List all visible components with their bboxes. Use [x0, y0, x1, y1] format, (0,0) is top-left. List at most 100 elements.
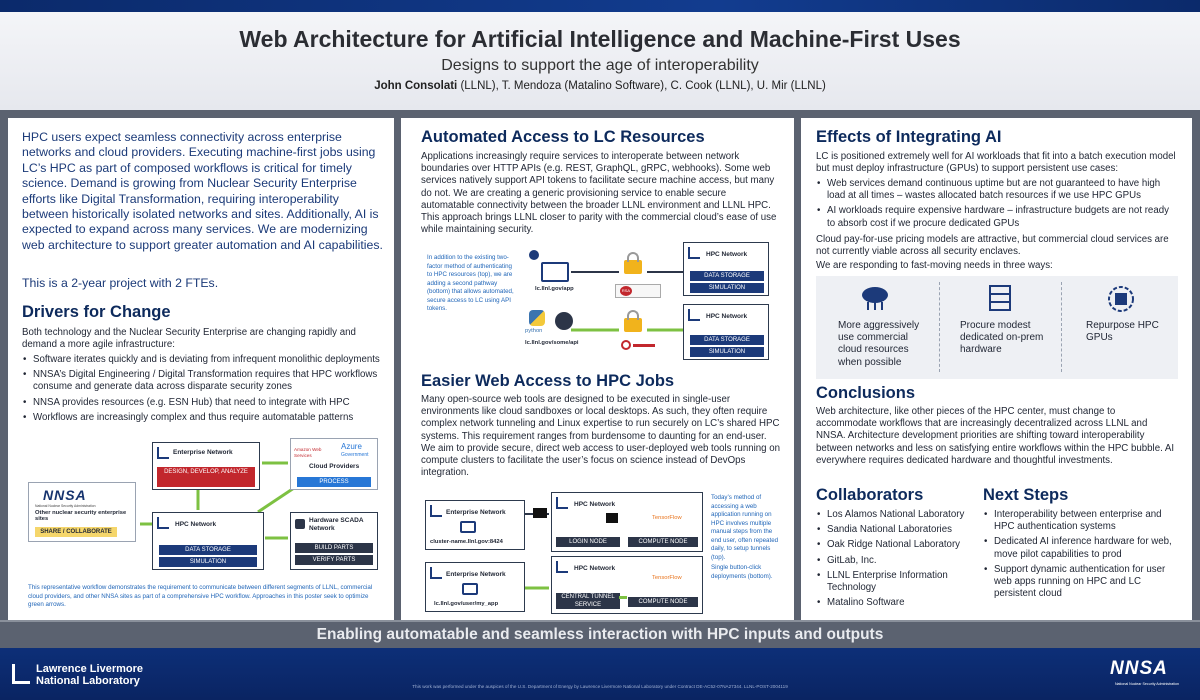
data-storage-tag: DATA STORAGE	[159, 545, 257, 555]
lock-icon	[624, 318, 642, 332]
effects-heading: Effects of Integrating AI	[816, 128, 1002, 146]
rsa-token-icon: RSA	[615, 284, 661, 298]
automated-heading: Automated Access to LC Resources	[421, 128, 705, 146]
tunnel-diagram: Enterprise Network cluster-name.llnl.gov…	[421, 492, 783, 617]
llnl-mark-icon	[556, 561, 568, 573]
browser-icon	[460, 521, 476, 533]
other-sites-label: Other nuclear security enterprise sites	[35, 510, 127, 522]
azure-gov-label: Government	[341, 452, 369, 458]
tunnel-link	[619, 596, 627, 599]
three-ways-panel: More aggressively use commercial cloud r…	[816, 276, 1178, 379]
nnsa-sites-box: NNSA National Nuclear Security Administr…	[28, 482, 136, 542]
llnl-line2: National Laboratory	[36, 675, 140, 687]
easier-heading: Easier Web Access to HPC Jobs	[421, 372, 675, 390]
workflow-diagram: NNSA National Nuclear Security Administr…	[22, 438, 382, 582]
compute-node-tag: COMPUTE NODE	[628, 537, 698, 547]
way-gpu-label: Repurpose HPC GPUs	[1086, 320, 1159, 344]
divider	[1061, 282, 1062, 372]
intro-text: HPC users expect seamless connectivity a…	[22, 130, 383, 252]
other-authors: (LLNL), T. Mendoza (Matalino Software), …	[457, 80, 826, 92]
hpc-network-label: HPC Network	[574, 565, 616, 572]
footer: Lawrence Livermore National Laboratory T…	[0, 648, 1200, 700]
way-cloud-label: More aggressively use commercial cloud r…	[838, 320, 920, 368]
poster-subtitle: Designs to support the age of interopera…	[441, 57, 759, 74]
arrow-hpc-cloud	[257, 486, 295, 514]
hpc-network-label: HPC Network	[175, 521, 217, 528]
user-icon	[529, 250, 539, 260]
list-item: AI workloads require expensive hardware …	[816, 205, 1178, 229]
effects-cloud-text: Cloud pay-for-use pricing models are att…	[816, 234, 1169, 258]
cloud-providers-box: Amazon Web Services Azure Government Clo…	[290, 438, 378, 490]
url-api-label: lc.llnl.gov/some/api	[525, 340, 579, 346]
browser-icon	[541, 262, 569, 282]
process-tag: PROCESS	[297, 477, 371, 487]
simulation-tag: SIMULATION	[690, 283, 764, 293]
collaborators-heading: Collaborators	[816, 486, 924, 504]
design-develop-tag: DESIGN, DEVELOP, ANALYZE	[157, 467, 255, 487]
list-item: Support dynamic authentication for user …	[983, 564, 1178, 601]
server-rack-icon	[989, 285, 1011, 311]
simulation-tag: SIMULATION	[159, 557, 257, 567]
next-steps-list: Interoperability between enterprise and …	[983, 509, 1178, 603]
browser-icon	[462, 583, 478, 595]
hpc-network-box-bottom: HPC Network DATA STORAGE SIMULATION	[683, 304, 769, 360]
llnl-mark-icon	[556, 497, 568, 509]
effects-list: Web services demand continuous uptime bu…	[816, 178, 1178, 233]
hpc-network-box-top: HPC Network DATA STORAGE SIMULATION	[683, 242, 769, 296]
hpc-network-box: HPC Network DATA STORAGE SIMULATION	[152, 512, 264, 570]
cloud-network-icon	[862, 287, 888, 310]
lock-icon	[624, 260, 642, 274]
poster-header: Web Architecture for Artificial Intellig…	[0, 12, 1200, 110]
url-user-app-label: lc.llnl.gov/user/my_app	[434, 601, 499, 607]
llnl-mark-icon	[430, 567, 442, 579]
top-accent-bar	[0, 0, 1200, 12]
llnl-mark-icon	[688, 247, 700, 259]
aws-logo: Amazon Web Services	[294, 447, 322, 458]
llnl-logo-icon	[12, 664, 30, 684]
list-item: NNSA provides resources (e.g. ESN Hub) t…	[22, 397, 384, 409]
llnl-mark-icon	[430, 505, 442, 517]
tagline-bar: Enabling automatable and seamless intera…	[0, 620, 1200, 648]
auth-diagram-caption: In addition to the existing two-factor m…	[427, 254, 514, 312]
auth-arrows	[571, 271, 683, 332]
list-item: Sandia National Laboratories	[816, 524, 981, 536]
enterprise-network-label: Enterprise Network	[446, 571, 506, 578]
scada-network-label: Hardware SCADA Network	[309, 517, 364, 532]
nnsa-logo-sub: National Nuclear Security Administration	[35, 504, 96, 508]
gpu-chip-icon	[1108, 286, 1134, 312]
lock-shackle	[627, 310, 639, 320]
cloud-providers-label: Cloud Providers	[309, 463, 360, 470]
automated-text: Applications increasingly require servic…	[421, 151, 777, 236]
simulation-tag: SIMULATION	[690, 347, 764, 357]
lock-shackle	[627, 252, 639, 262]
rsa-logo: RSA	[620, 286, 632, 296]
llnl-wordmark: Lawrence Livermore National Laboratory	[36, 663, 143, 687]
enterprise-network-box: Enterprise Network DESIGN, DEVELOP, ANAL…	[152, 442, 260, 490]
hpc-network-label: HPC Network	[706, 251, 748, 258]
effects-intro: LC is positioned extremely well for AI w…	[816, 151, 1176, 175]
list-item: Software iterates quickly and is deviati…	[22, 354, 384, 366]
author-line: John Consolati (LLNL), T. Mendoza (Matal…	[0, 80, 1200, 92]
right-column: Effects of Integrating AI LC is position…	[801, 118, 1192, 621]
collaborators-list: Los Alamos National Laboratory Sandia Na…	[816, 509, 981, 612]
hpc-network-box-top: HPC Network TensorFlow LOGIN NODE COMPUT…	[551, 492, 703, 552]
nnsa-logo: NNSA	[1110, 658, 1168, 679]
scada-network-box: Hardware SCADA Network BUILD PARTS VERIF…	[290, 512, 378, 570]
drivers-intro: Both technology and the Nuclear Security…	[22, 327, 356, 351]
terminal-icon	[606, 513, 618, 523]
url-cluster-label: cluster-name.llnl.gov:8424	[430, 539, 503, 545]
tensorflow-logo: TensorFlow	[652, 515, 682, 521]
cpp-icon	[555, 312, 573, 330]
list-item: Interoperability between enterprise and …	[983, 509, 1178, 533]
poster-title: Web Architecture for Artificial Intellig…	[239, 26, 961, 52]
nnsa-logo: NNSA	[43, 487, 87, 503]
left-column: HPC users expect seamless connectivity a…	[8, 118, 394, 621]
hpc-network-label: HPC Network	[706, 313, 748, 320]
workflow-arrows	[140, 461, 295, 540]
key-shaft	[633, 344, 655, 347]
middle-column: Automated Access to LC Resources Applica…	[401, 118, 794, 621]
tagline: Enabling automatable and seamless intera…	[316, 626, 884, 643]
list-item: GitLab, Inc.	[816, 555, 981, 567]
tunnel-caption-top: Today’s method of accessing a web applic…	[711, 494, 779, 561]
nnsa-logo-sub: National Nuclear Security Administration	[1114, 682, 1180, 686]
